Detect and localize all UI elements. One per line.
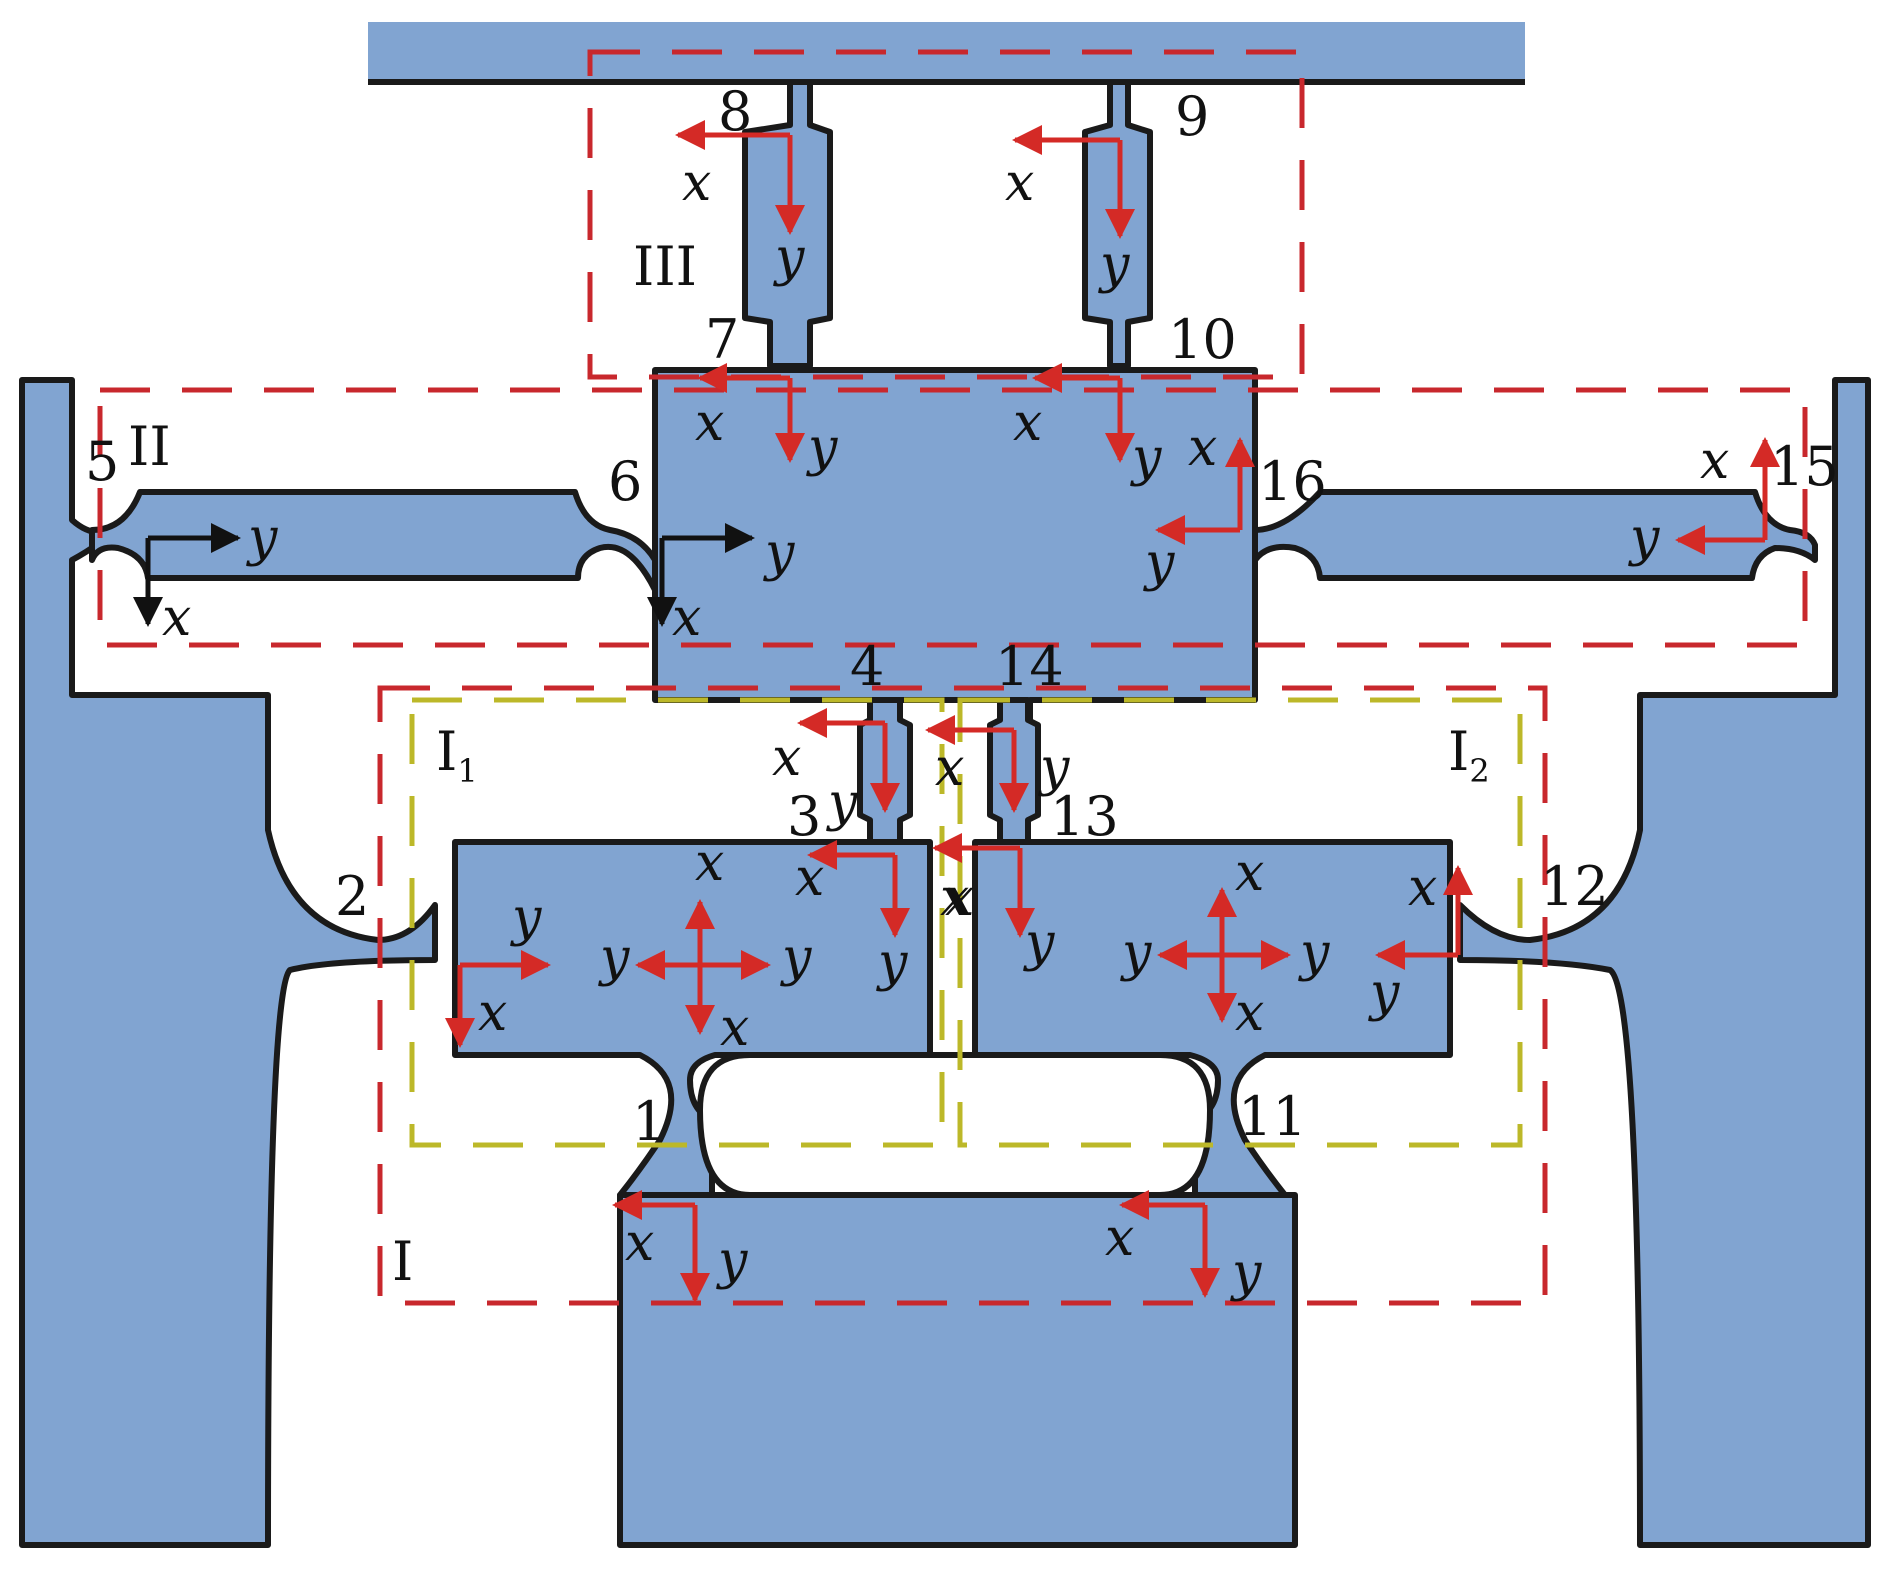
axis-y-9: y — [1098, 235, 1130, 295]
hinge-label-12: 12 — [1540, 855, 1609, 918]
hinge-label-14: 14 — [995, 635, 1064, 698]
hinge-label-5: 5 — [85, 430, 119, 493]
axis-x-11: x — [1105, 1208, 1134, 1268]
axis-y-1: y — [716, 1231, 748, 1291]
region-label-I: I — [392, 1230, 413, 1293]
beam-5-6 — [89, 489, 658, 593]
axis-y-cross-right-right: y — [1298, 923, 1330, 983]
frame-I — [377, 685, 1548, 1306]
region-label-I1: I1 — [436, 720, 478, 790]
axis-x-5: x — [162, 588, 191, 648]
axis-y-7: y — [806, 418, 838, 478]
axis-x-9: x — [1005, 153, 1034, 213]
axis-x-15: x — [1700, 431, 1729, 491]
hinge-label-8: 8 — [718, 80, 752, 143]
hinge-label-7: 7 — [705, 308, 739, 371]
axis-x-3: x — [795, 848, 824, 908]
axis-x-1: x — [625, 1213, 654, 1273]
hinge-label-16: 16 — [1258, 450, 1327, 513]
center-slot — [697, 1052, 1213, 1198]
axis-y-4: y — [826, 773, 858, 833]
axis-x-12: x — [1408, 858, 1437, 918]
hinge-label-13: 13 — [1050, 785, 1119, 848]
dashed-frames — [97, 49, 1808, 1306]
axis-y-12: y — [1368, 963, 1400, 1023]
region-labels: III II I I1 I2 — [128, 235, 1490, 1293]
beam-16-15 — [1252, 489, 1818, 581]
axis-x-cross-right-top: x — [1235, 843, 1264, 903]
axis-x-cross-left-top: x — [695, 833, 724, 893]
frame-I1 — [409, 697, 945, 1148]
hinge-label-3: 3 — [787, 785, 821, 848]
hinge-label-6: 6 — [608, 450, 642, 513]
axis-y-15: y — [1628, 508, 1660, 568]
axis-x-14: x — [935, 738, 964, 798]
region-label-III: III — [633, 235, 697, 298]
right-outer-frame — [1457, 377, 1871, 1548]
axis-x-center-upper: x — [935, 738, 964, 798]
axis-x-cross-left-bottom: x — [720, 998, 749, 1058]
frame-III — [587, 49, 1305, 380]
axis-y-8: y — [773, 228, 805, 288]
axis-x-2: x — [478, 983, 507, 1043]
hinge-label-1: 1 — [632, 1090, 666, 1153]
hinge-label-2: 2 — [335, 865, 369, 928]
axis-y-5: y — [246, 508, 278, 568]
axis-y-16: y — [1143, 533, 1175, 593]
frame-I2 — [957, 697, 1523, 1148]
axis-y-3: y — [876, 933, 908, 993]
frame-II — [97, 387, 1808, 648]
axis-x-7: x — [695, 393, 724, 453]
hinge-label-15: 15 — [1770, 435, 1839, 498]
hinge-label-9: 9 — [1175, 85, 1209, 148]
axis-x-cross-right-bottom: x — [1235, 983, 1264, 1043]
axis-x-8: x — [682, 153, 711, 213]
axis-y-cross-left-left: y — [598, 928, 630, 988]
axis-x-13: x — [945, 868, 974, 928]
hinge-label-4: 4 — [850, 635, 884, 698]
region-label-II: II — [128, 415, 171, 478]
hinge-label-11: 11 — [1238, 1085, 1307, 1148]
axis-x-16: x — [1188, 418, 1217, 478]
coordinate-arrows — [133, 120, 1780, 1303]
axis-y-10: y — [1130, 428, 1162, 488]
axis-y-6: y — [763, 523, 795, 583]
axis-x-10: x — [1013, 393, 1042, 453]
axis-labels: x y x y x y x y y x y x x y x y x y x y … — [162, 153, 1729, 1303]
axis-y-11: y — [1230, 1243, 1262, 1303]
axis-y-cross-right-left: y — [1120, 923, 1152, 983]
axis-y-13: y — [1023, 913, 1055, 973]
hinge-labels: 1 2 3 4 5 6 7 8 9 10 11 12 13 14 15 16 — [85, 80, 1839, 1153]
axis-x-center-lower: x — [940, 868, 969, 928]
axis-y-2: y — [510, 888, 542, 948]
axis-x-4: x — [772, 728, 801, 788]
region-label-I2: I2 — [1448, 720, 1490, 790]
axis-x-6: x — [672, 588, 701, 648]
hinge-label-10: 10 — [1168, 308, 1237, 371]
axis-y-cross-left-right: y — [780, 928, 812, 988]
axis-y-14: y — [1038, 738, 1070, 798]
